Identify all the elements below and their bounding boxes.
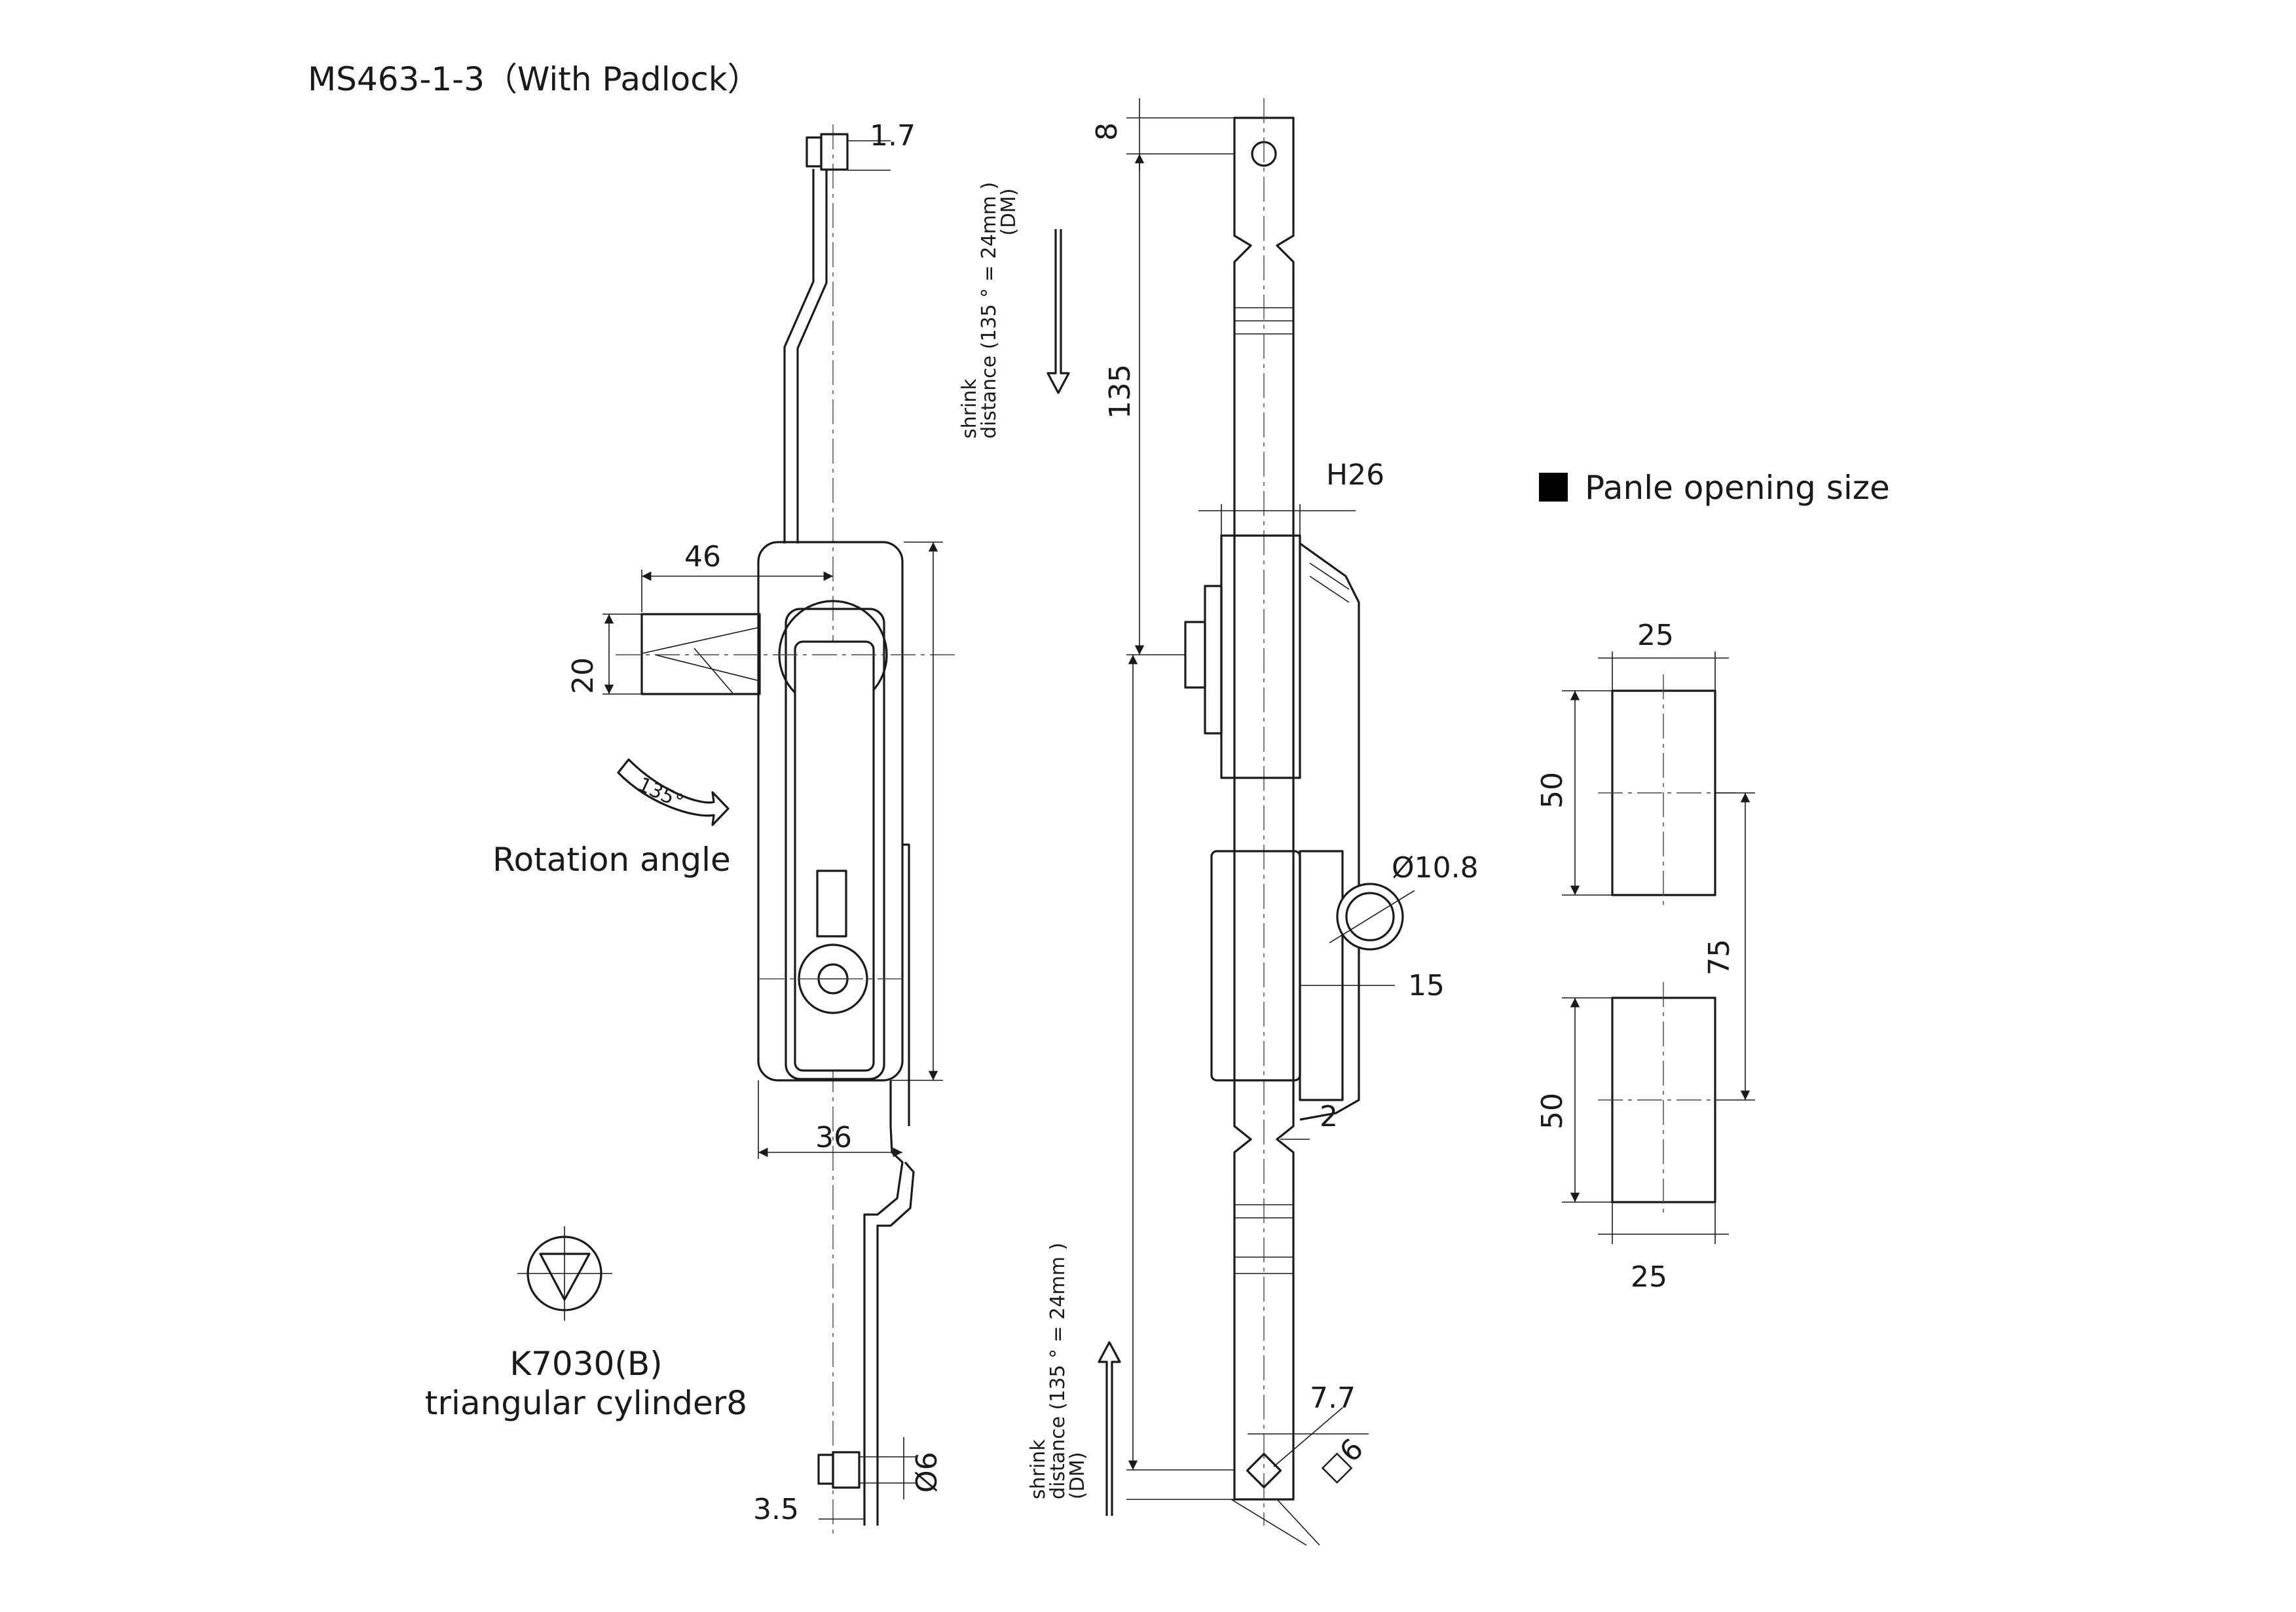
lower-rod <box>863 1126 915 1526</box>
dim-bottom-end: 7.7 <box>1310 1382 1356 1415</box>
side-housing <box>1220 534 1301 779</box>
shrink-top-line2: distance (135 ° = 24mm ) <box>978 182 1001 439</box>
side-handle <box>1299 542 1360 1121</box>
upper-rod <box>783 169 828 543</box>
front-view: 1.7 46 20 1 <box>492 119 956 1539</box>
cylinder-description: triangular cylinder8 <box>425 1384 747 1422</box>
dim-handle-width: 46 <box>684 540 721 574</box>
dim-top-end: 8 <box>1090 122 1124 141</box>
dim-bottom-bolt: Ø6 <box>910 1452 944 1493</box>
top-bolt <box>820 133 849 171</box>
shrink-top-line3: (DM) <box>997 189 1020 236</box>
drawing-title: MS463-1-3（With Padlock） <box>308 60 760 98</box>
shrink-top-line1: shrink <box>958 378 981 439</box>
dim-body-width: 36 <box>815 1121 852 1154</box>
bottom-bolt <box>832 1451 861 1489</box>
shrink-bottom-line2: distance (135 ° = 24mm ) <box>1046 1243 1069 1499</box>
dim-spacing: 75 <box>1703 939 1736 976</box>
dim-padlock-offset: 15 <box>1408 969 1445 1002</box>
side-rod <box>1233 117 1295 1501</box>
shrink-arrow-up-icon <box>1098 1341 1121 1516</box>
side-padlock-plate <box>1299 850 1344 1101</box>
heading-square-icon <box>1539 473 1568 502</box>
cylinder-model: K7030(B) <box>509 1345 662 1383</box>
padlock-slot <box>816 870 847 938</box>
rotation-arrow-icon <box>617 758 730 826</box>
side-nut <box>1184 621 1206 689</box>
dim-bottom-height: 50 <box>1536 1093 1569 1129</box>
dim-handle-height: 20 <box>566 657 600 694</box>
rotation-label: Rotation angle <box>492 841 731 879</box>
shrink-bottom-line3: (DM) <box>1066 1452 1089 1499</box>
dim-bottom-width: 25 <box>1631 1260 1667 1294</box>
shrink-bottom-line1: shrink <box>1027 1439 1050 1499</box>
dim-square: □6 <box>1314 1433 1370 1488</box>
square-hole-icon <box>1246 1452 1282 1489</box>
rotation-arrow-label: 135° <box>635 773 687 814</box>
handle-recess <box>785 608 885 1080</box>
dim-height: H26 <box>1326 458 1384 492</box>
cylinder-symbol: K7030(B) triangular cylinder8 <box>425 1226 747 1422</box>
panel-opening: Panle opening size 25 50 75 50 25 <box>1536 469 1890 1294</box>
handle <box>794 640 875 1072</box>
lock-body <box>757 541 904 1082</box>
bottom-bolt-head <box>817 1454 834 1485</box>
side-lower-block <box>1210 850 1301 1082</box>
shrink-arrow-down-icon <box>1046 229 1070 394</box>
dim-rod-width: 3.5 <box>753 1493 799 1526</box>
dim-top-bolt: 1.7 <box>870 119 916 153</box>
side-view: shrink distance (135 ° = 24mm ) (DM) Ø10… <box>958 98 1479 1546</box>
side-flange <box>1204 585 1223 735</box>
dim-upper-length: 135 <box>1103 364 1137 419</box>
handle-tab <box>640 613 761 695</box>
dim-padlock-hole: Ø10.8 <box>1392 851 1479 885</box>
top-bolt-head <box>805 136 823 168</box>
dim-top-width: 25 <box>1637 619 1674 652</box>
panel-heading: Panle opening size <box>1585 469 1890 507</box>
dim-gap: 2 <box>1320 1100 1338 1133</box>
dim-top-height: 50 <box>1536 772 1569 809</box>
